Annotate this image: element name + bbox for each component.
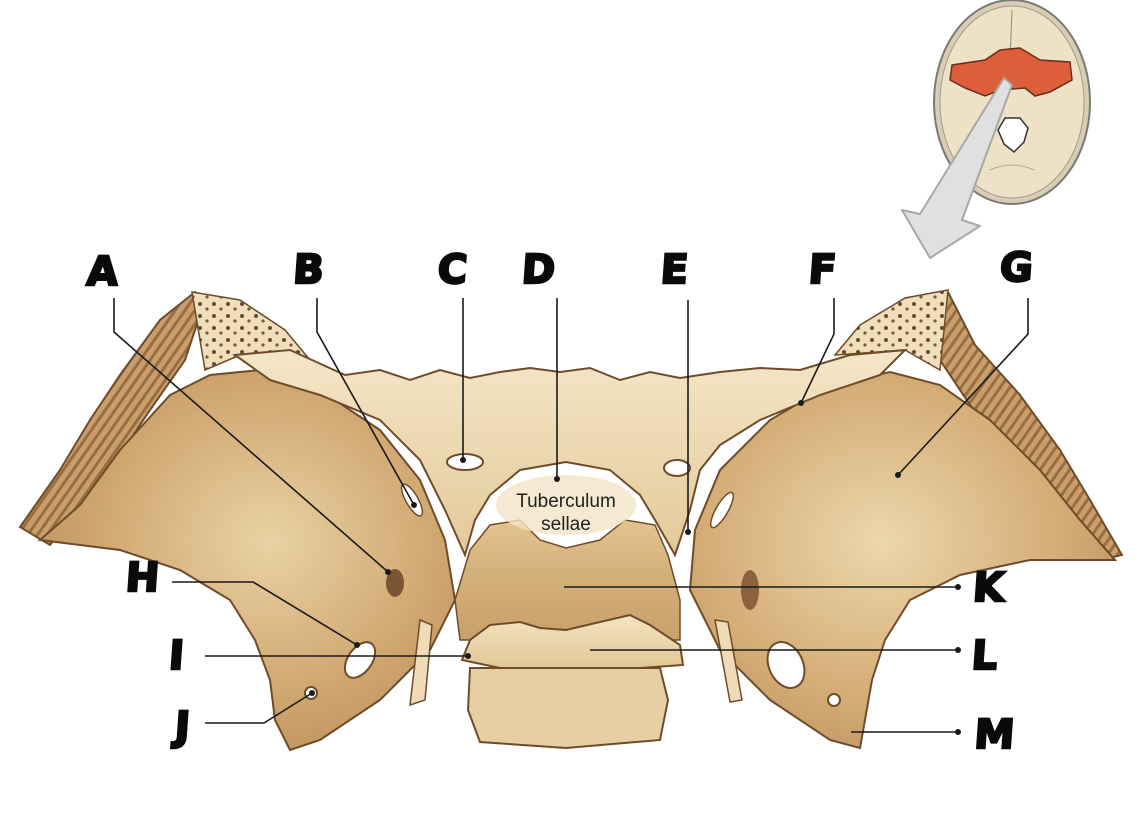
- right-optic-canal: [663, 459, 691, 477]
- label-letter-f: F: [806, 246, 838, 295]
- leader-dot-b: [411, 502, 417, 508]
- label-letter-l: L: [969, 632, 999, 681]
- foramen-magnum: [997, 117, 1029, 154]
- leader-dot-c: [460, 457, 466, 463]
- leader-dot-l: [955, 647, 961, 653]
- leader-lines: [113, 298, 1029, 735]
- leader-line-j: [205, 692, 313, 724]
- leader-dot-m: [955, 729, 961, 735]
- leader-dot-d: [554, 476, 560, 482]
- label-letter-m: M: [972, 711, 1017, 760]
- left-foramen-rotundum: [386, 569, 404, 597]
- label-letter-b: B: [290, 246, 325, 295]
- leader-dot-e: [685, 529, 691, 535]
- tuberculum-sellae-line1: Tuberculum: [516, 491, 616, 512]
- left-pterygoid-spike: [409, 618, 433, 707]
- right-foramen-spinosum: [827, 693, 841, 707]
- right-foramen-rotundum: [741, 570, 759, 610]
- tuberculum-sellae-line2: sellae: [541, 514, 591, 535]
- lesser-wings-and-planum: [232, 348, 908, 558]
- leader-line-g: [897, 298, 1029, 476]
- label-letter-c: C: [435, 246, 469, 295]
- leader-dot-i: [465, 653, 471, 659]
- leader-dot-f: [798, 400, 804, 406]
- right-pterygoid-spike: [714, 619, 743, 703]
- label-letter-h: H: [123, 554, 161, 603]
- label-letter-i: I: [166, 632, 186, 681]
- label-letter-j: J: [172, 703, 192, 752]
- pointer-arrow: [901, 77, 1013, 259]
- sphenoid-body: [454, 519, 681, 641]
- leader-line-a: [113, 298, 389, 573]
- leader-line-b: [316, 298, 415, 506]
- label-letter-d: D: [519, 246, 557, 295]
- right-spongy-bone: [833, 289, 949, 372]
- right-superior-orbital-fissure: [709, 491, 735, 529]
- leader-line-h: [172, 581, 358, 646]
- label-letter-g: G: [997, 244, 1035, 293]
- clivus-base: [466, 667, 670, 750]
- highlighted-sphenoid: [949, 47, 1073, 97]
- right-greater-wing: [688, 370, 1118, 750]
- leader-line-f: [800, 298, 835, 404]
- tuberculum-sellae-label: Tuberculum sellae: [516, 490, 616, 536]
- label-letter-k: K: [970, 564, 1006, 613]
- right-foramen-ovale: [766, 641, 806, 689]
- left-foramen-ovale: [343, 641, 377, 679]
- leader-dot-g: [895, 472, 901, 478]
- label-letter-e: E: [658, 246, 690, 295]
- leader-dot-j: [309, 690, 315, 696]
- tuberculum-sellae-surface: [496, 475, 636, 535]
- leader-dot-h: [354, 642, 360, 648]
- leader-dot-a: [385, 569, 391, 575]
- leader-dot-k: [955, 584, 961, 590]
- label-letter-a: A: [84, 248, 120, 297]
